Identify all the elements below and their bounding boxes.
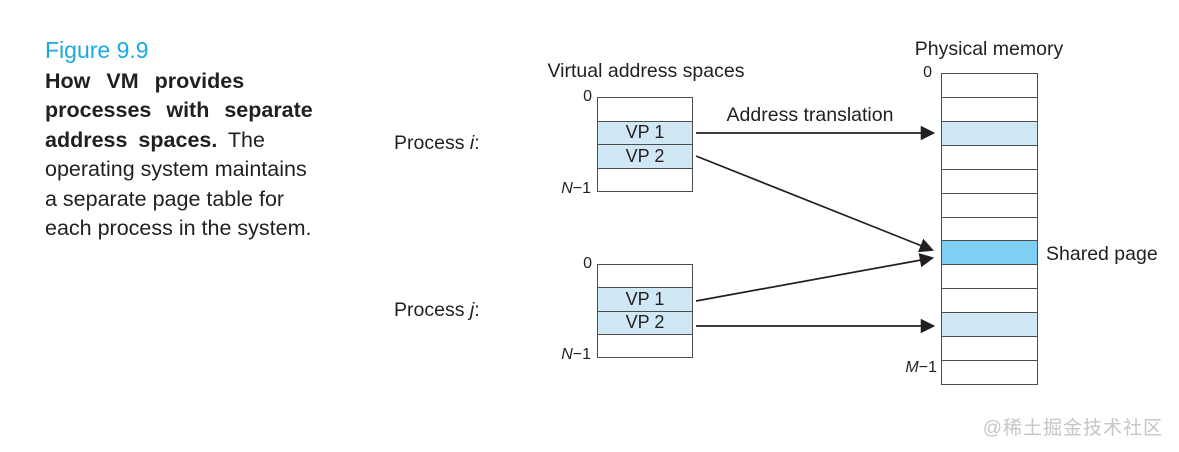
figure-number: Figure 9.9 [45,37,149,63]
memory-page-cell [942,192,1037,217]
memory-page-cell [942,144,1037,169]
process-i-label: Process i: [394,132,480,155]
caption-body-start: The [217,127,265,152]
memory-page-cell [942,120,1037,145]
address-translation-label: Address translation [726,104,894,126]
memory-page-cell [598,98,692,121]
physical-memory-top-address: 0 [923,64,932,81]
caption-title-line: address spaces. The [45,126,357,156]
memory-page-cell [598,265,692,288]
memory-page-cell [942,312,1037,337]
memory-page-cell [942,74,1037,97]
process-j-bottom-address: N−1 [548,346,591,364]
memory-page-cell [942,336,1037,361]
minus-one: −1 [572,346,591,363]
memory-page-cell [942,96,1037,121]
memory-page-cell [942,216,1037,241]
minus-one: −1 [572,180,591,197]
caption-body-line: a separate page table for [45,186,285,211]
m-variable: M [905,359,919,376]
memory-page-cell [942,264,1037,289]
memory-page-cell [598,333,692,357]
memory-page-cell [598,167,692,191]
n-variable: N [561,346,573,363]
process-j-top-address: 0 [583,255,592,272]
minus-one: −1 [918,359,937,376]
virtual-page-cell: VP 2 [598,144,692,168]
process-i-top-address: 0 [583,88,592,105]
watermark: @稀土掘金技术社区 [982,418,1163,439]
process-i-label-text: Process [394,132,470,154]
process-i-bottom-address: N−1 [548,180,591,198]
virtual-page-cell: VP 1 [598,120,692,144]
caption-body-line: each process in the system. [45,216,312,240]
shared-page-label: Shared page [1046,243,1158,265]
memory-page-cell [942,288,1037,313]
arrow-vp2-i-to-shared-page [695,155,935,253]
caption-title-bold-end: address spaces. [45,127,218,152]
caption-title-line: How VM provides [45,68,245,93]
arrow-vp1-j-to-shared-page [695,253,935,302]
physical-memory-bottom-address: M−1 [894,359,937,377]
process-j-label-text: Process [394,299,470,321]
physical-memory-title: Physical memory [914,38,1064,60]
virtual-page-cell: VP 2 [598,310,692,334]
process-i-variable: i [469,132,475,154]
memory-page-cell [942,360,1037,384]
n-variable: N [561,180,573,197]
physical-memory-column [941,73,1038,385]
process-i-label-colon: : [474,132,480,154]
process-j-label: Process j: [394,299,480,322]
figure-caption: Figure 9.9 How VM provides processes wit… [45,36,357,244]
caption-title-line: processes with separate [45,98,313,122]
virtual-page-cell: VP 1 [598,287,692,311]
caption-body-line: operating system maintains [45,157,307,181]
memory-page-cell [942,240,1037,265]
process-j-label-colon: : [474,299,480,321]
virtual-address-spaces-title: Virtual address spaces [547,60,745,82]
process-j-variable: j [469,299,475,321]
memory-page-cell [942,168,1037,193]
